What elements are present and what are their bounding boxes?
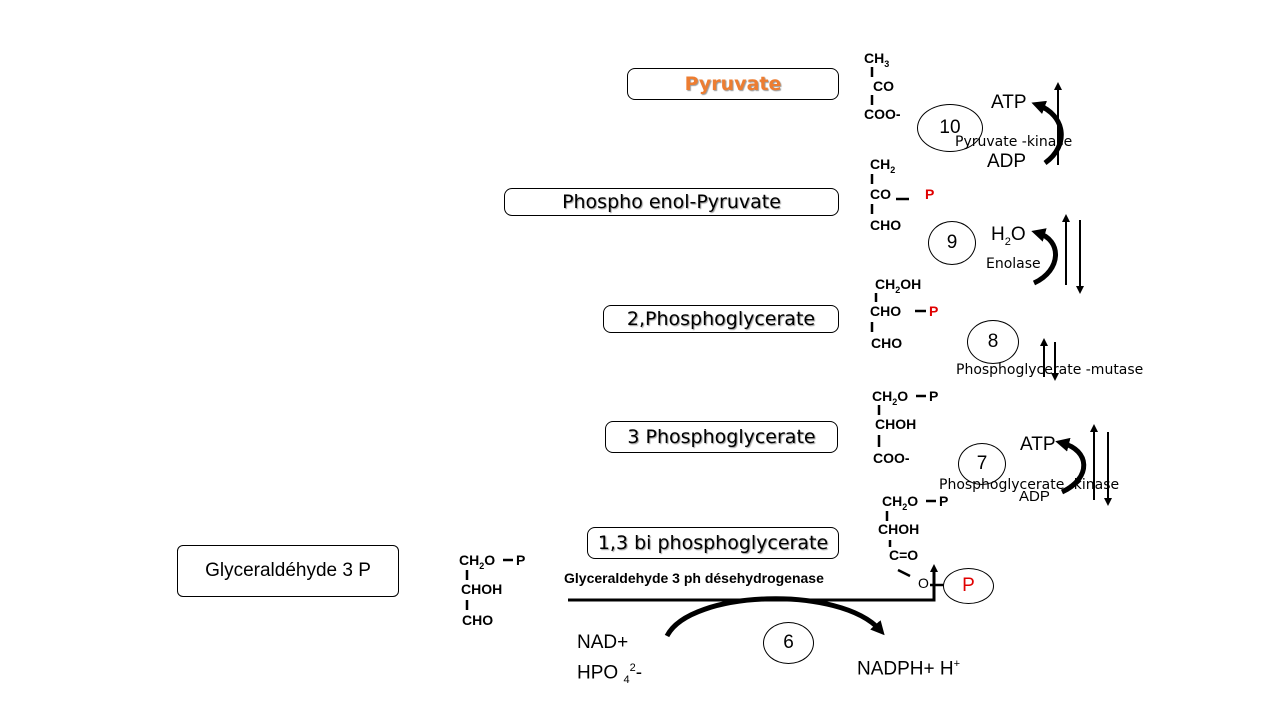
step7-curved-arrow	[1055, 437, 1087, 495]
pg3-bonds	[877, 394, 926, 447]
pg2-phosphate: P	[929, 303, 939, 319]
bpg13-choh: CHOH	[878, 521, 920, 537]
bpg13-box: 1,3 bi phosphoglycerate	[587, 527, 839, 559]
step6-nadph-text: NADPH+ H	[857, 658, 954, 680]
bpg13-o: O	[907, 493, 919, 509]
step6-nadph: NADPH+ H+	[857, 658, 960, 680]
bpg13-phosphate: P	[939, 493, 949, 509]
pg3-coo: COO-	[873, 450, 910, 466]
bpg13-bonds	[885, 499, 944, 587]
step10-atp: ATP	[991, 92, 1027, 113]
step9-water-sub: 2	[1004, 235, 1011, 248]
g3p-bonds	[465, 558, 513, 610]
step8-number: 8	[967, 320, 1019, 364]
pep-phosphate: P	[925, 186, 935, 202]
bpg13-ch-sub: 2	[902, 501, 908, 512]
pyruvate-box: Pyruvate	[627, 68, 839, 100]
step6-phosphate-circle: P	[943, 568, 994, 604]
step9-water: H2O	[991, 224, 1026, 248]
pep-ch2-text: CH	[870, 156, 891, 172]
pg3-box: 3 Phosphoglycerate	[605, 421, 838, 453]
pg2-oh: OH	[900, 276, 922, 292]
bpg13-o: O	[918, 575, 929, 591]
step6-enzyme: Glyceraldehyde 3 ph désehydrogenase	[564, 570, 824, 586]
bpg13-label: 1,3 bi phosphoglycerate	[597, 532, 829, 554]
pyruvate-ch3: CH	[864, 50, 885, 66]
step9-curved-arrow	[1031, 228, 1058, 286]
step8-enzyme: Phosphoglycerate -mutase	[956, 362, 1144, 378]
g3p-box: Glyceraldéhyde 3 P	[177, 545, 399, 597]
bpg13-ch2o: CH2O	[882, 493, 918, 512]
pg2-bonds	[870, 293, 926, 332]
step6-nad: NAD+	[577, 632, 629, 653]
pg3-phosphate: P	[929, 388, 939, 404]
pg2-ch2oh: CH2OH	[875, 276, 921, 295]
pep-co: CO	[870, 186, 891, 202]
pyruvate-co: CO	[873, 78, 894, 94]
g3p-ch: CH	[459, 552, 480, 568]
pyruvate-structure: CH3	[864, 50, 889, 69]
step6-hpo4: HPO 42-	[577, 662, 642, 686]
pg3-ch-sub: 2	[892, 396, 898, 407]
pg2-cho-mid: CHO	[870, 303, 902, 319]
pg2-cho: CHO	[871, 335, 903, 351]
pep-ch2-sub: 2	[890, 164, 896, 175]
g3p-phosphate: P	[516, 552, 526, 568]
pep-label: Phospho enol-Pyruvate	[562, 191, 781, 213]
pg2-label: 2,Phosphoglycerate	[626, 308, 816, 330]
step7-enzyme: Phosphoglycerate -kinase	[939, 477, 1120, 493]
step9-water-h: H	[991, 224, 1005, 245]
pg2-ch-sub: 2	[895, 284, 901, 295]
pep-ch2: CH2	[870, 156, 895, 175]
g3p-cho: CHO	[462, 612, 494, 628]
step6-hpo-sup: 2	[629, 662, 636, 674]
step6-hpo: HPO	[577, 662, 619, 684]
pg3-label: 3 Phosphoglycerate	[627, 426, 816, 448]
pep-cho: CHO	[870, 217, 902, 233]
bpg13-ch: CH	[882, 493, 903, 509]
pyruvate-label: Pyruvate	[684, 73, 782, 95]
g3p-ch-sub: 2	[479, 560, 485, 571]
pg3-o: O	[897, 388, 909, 404]
step7-number: 7	[958, 443, 1006, 485]
pg2-box: 2,Phosphoglycerate	[603, 305, 839, 333]
step7-atp: ATP	[1020, 434, 1056, 455]
step9-water-o: O	[1010, 224, 1026, 245]
step6-cofactor-arrow	[664, 596, 885, 638]
step6-reaction-line	[568, 564, 938, 602]
step6-number: 6	[763, 622, 814, 664]
pg3-ch: CH	[872, 388, 893, 404]
g3p-o: O	[484, 552, 496, 568]
pyruvate-coo: COO-	[864, 106, 901, 122]
pep-bonds	[870, 174, 909, 214]
g3p-ch2o: CH2O	[459, 552, 495, 571]
pyruvate-ch3-sub: 3	[884, 58, 890, 69]
g3p-label: Glyceraldéhyde 3 P	[205, 560, 371, 581]
step7-adp: ADP	[1019, 488, 1050, 505]
step10-enzyme: Pyruvate -kinase	[955, 134, 1073, 150]
step6-hpo-tail: -	[635, 662, 643, 684]
step6-hpo-sub: 4	[623, 674, 630, 687]
step10-adp: ADP	[987, 151, 1027, 172]
pg2-ch: CH	[875, 276, 896, 292]
step9-enzyme: Enolase	[986, 256, 1041, 272]
pg3-ch2o: CH2O	[872, 388, 908, 407]
step9-number: 9	[928, 221, 976, 265]
step10-curved-arrow	[1031, 100, 1064, 166]
pg3-choh: CHOH	[875, 416, 917, 432]
bpg13-co: C=O	[889, 547, 919, 563]
g3p-choh: CHOH	[461, 581, 503, 597]
step10-number: 10	[917, 104, 983, 152]
step6-nadph-sup: +	[953, 658, 961, 670]
pep-box: Phospho enol-Pyruvate	[504, 188, 839, 216]
